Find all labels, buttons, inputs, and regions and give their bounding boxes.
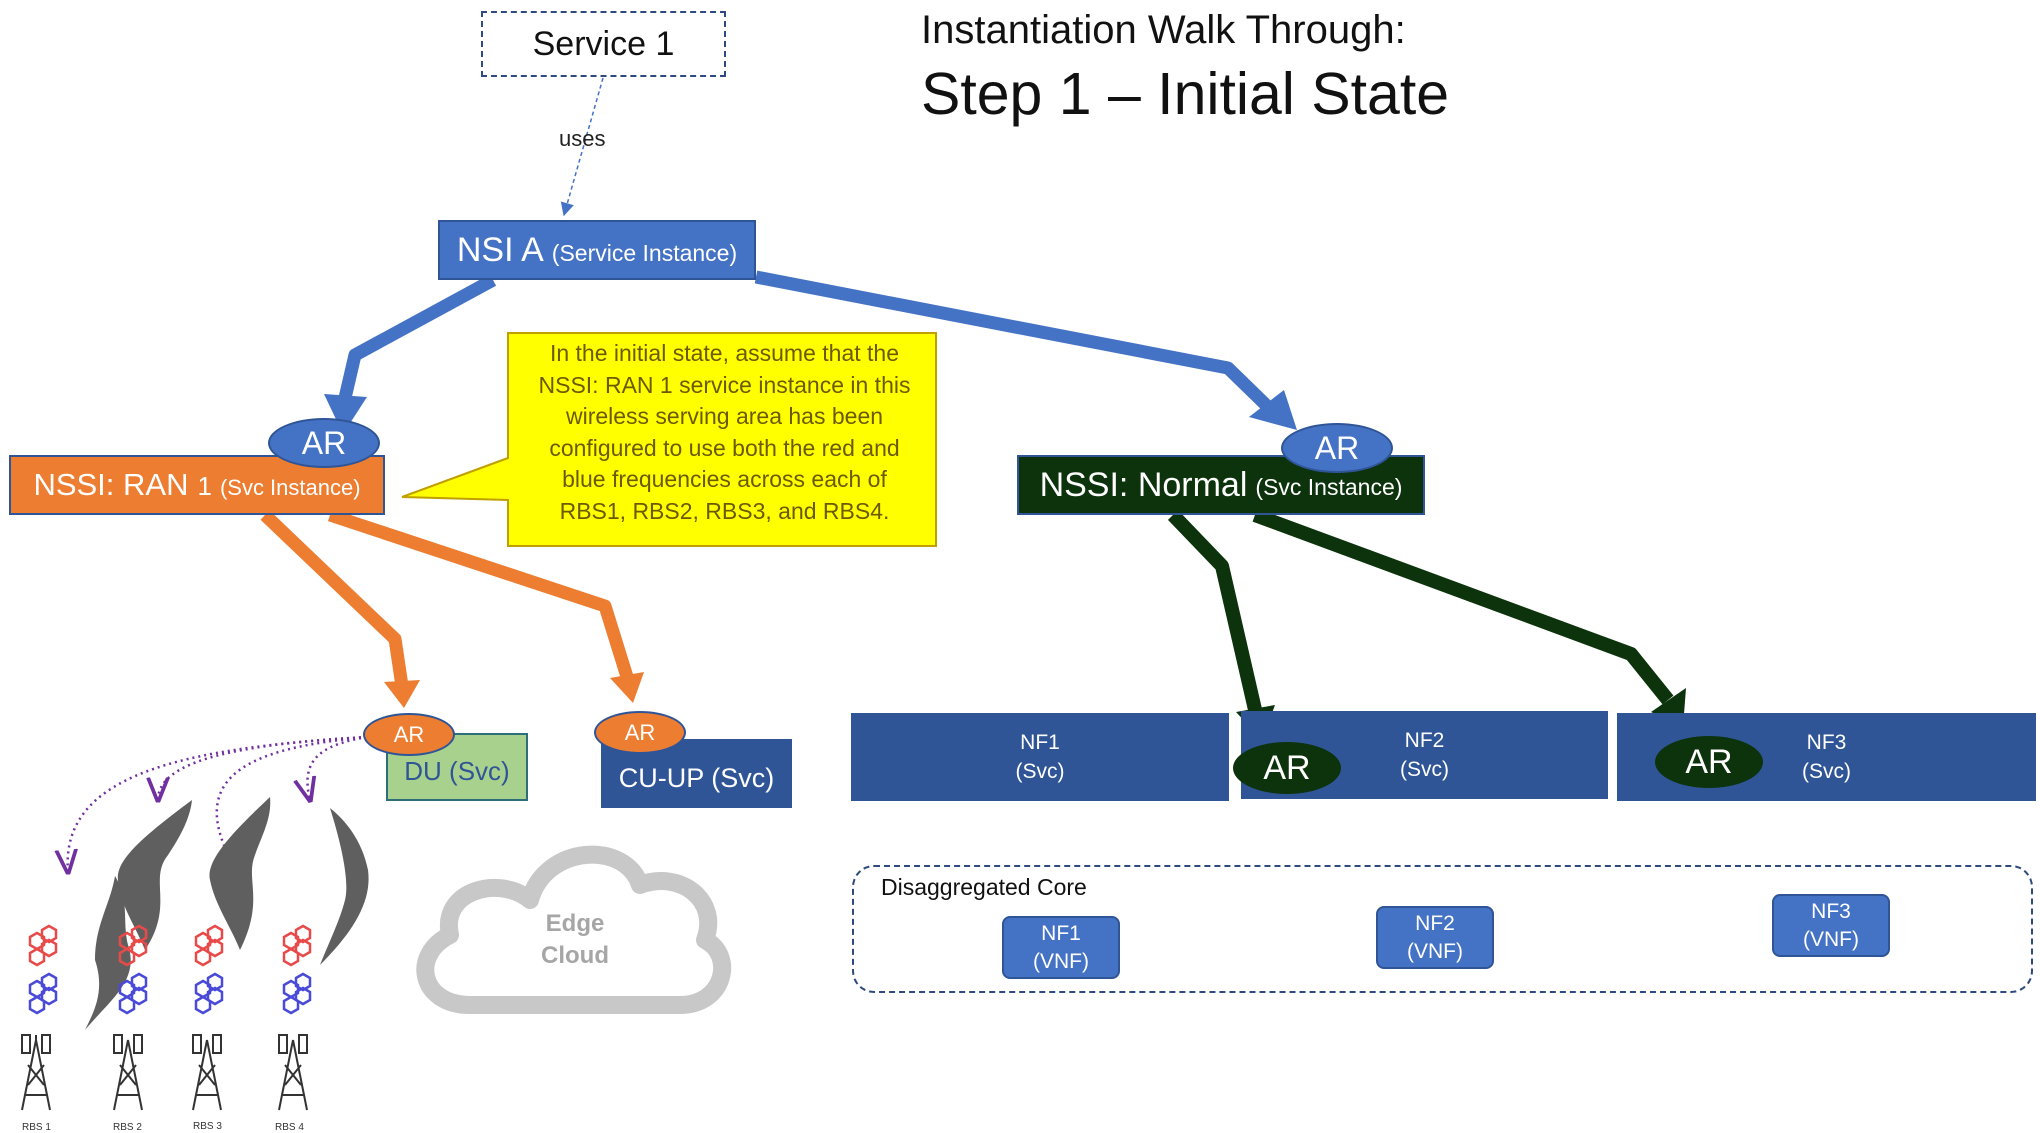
nf1-vnf-type: (VNF) [1033, 949, 1089, 973]
nf1-svc-box: NF1 (Svc) [851, 713, 1229, 801]
ar-cuup-badge: AR [594, 711, 686, 754]
title-line-1: Instantiation Walk Through: [921, 8, 1406, 52]
nssi-ran-name: NSSI: RAN [33, 467, 189, 502]
nssi-ran-index: 1 [197, 471, 212, 501]
nsi-a-box: NSI A (Service Instance) [438, 220, 756, 280]
callout-line: blue frequencies across each of [562, 466, 887, 492]
ar-nf3-badge: AR [1655, 736, 1763, 788]
edge-cloud-line-1: Edge [545, 910, 605, 937]
nssi-normal-qualifier: (Svc Instance) [1255, 474, 1403, 500]
nf3-vnf-name: NF3 [1811, 899, 1851, 923]
nssi-normal-name: NSSI: Normal [1039, 465, 1248, 504]
nf1-vnf-box: NF1 (VNF) [1002, 916, 1120, 979]
callout-line: In the initial state, assume that the [549, 340, 900, 366]
ar-du-badge: AR [363, 713, 455, 756]
nf1-svc-type: (Svc) [1015, 760, 1065, 783]
nf1-svc-name: NF1 [1020, 731, 1060, 754]
ar-label: AR [393, 721, 425, 747]
service-1-label: Service 1 [532, 24, 675, 63]
cuup-svc-box: CU-UP (Svc) [601, 739, 792, 808]
du-svc-box: DU (Svc) [386, 733, 528, 801]
service-1-box: Service 1 [481, 11, 726, 77]
edge-cloud-label: Edge Cloud [520, 908, 630, 972]
callout-line: wireless serving area has been [565, 403, 884, 429]
edge-cloud-line-2: Cloud [541, 942, 609, 969]
title-line-2: Step 1 – Initial State [921, 61, 1450, 127]
ar-nf2-badge: AR [1233, 742, 1341, 794]
nf2-vnf-box: NF2 (VNF) [1376, 906, 1494, 969]
rbs-3-label: RBS 3 [193, 1121, 222, 1132]
disaggregated-core-label: Disaggregated Core [881, 874, 1087, 900]
nf2-svc-type: (Svc) [1400, 758, 1449, 781]
nf1-vnf-name: NF1 [1041, 921, 1081, 945]
ar-label: AR [301, 424, 347, 461]
ar-ran-badge: AR [268, 418, 380, 468]
nsi-a-qualifier: (Service Instance) [551, 239, 738, 266]
nf2-vnf-name: NF2 [1415, 911, 1455, 935]
du-label: DU (Svc) [404, 756, 510, 786]
nf3-vnf-box: NF3 (VNF) [1772, 894, 1890, 957]
callout-text: In the initial state, assume that the NS… [512, 338, 937, 527]
nsi-a-name: NSI A [456, 230, 544, 269]
nf3-svc-type: (Svc) [1802, 760, 1851, 783]
ar-label: AR [1685, 742, 1733, 781]
cuup-label: CU-UP (Svc) [618, 763, 775, 793]
ar-label: AR [1314, 429, 1360, 466]
rbs-2-label: RBS 2 [113, 1122, 142, 1133]
nssi-normal-box: NSSI: Normal (Svc Instance) [1017, 455, 1425, 515]
ar-normal-badge: AR [1281, 423, 1393, 473]
callout-line: RBS1, RBS2, RBS3, and RBS4. [559, 497, 890, 524]
callout-line: configured to use both the red and [549, 434, 900, 461]
callout-line: NSSI: RAN 1 service instance in this [538, 371, 911, 398]
disaggregated-core-group [852, 865, 2033, 993]
ar-label: AR [624, 719, 656, 745]
nssi-ran-qualifier: (Svc Instance) [219, 474, 361, 500]
ar-label: AR [1263, 748, 1311, 787]
rbs-1-label: RBS 1 [22, 1122, 51, 1133]
nf2-svc-name: NF2 [1404, 729, 1445, 752]
nf3-svc-name: NF3 [1806, 731, 1847, 754]
rbs-4-label: RBS 4 [275, 1122, 304, 1133]
uses-label: uses [559, 126, 606, 151]
nf2-vnf-type: (VNF) [1407, 939, 1463, 963]
nf3-vnf-type: (VNF) [1803, 927, 1859, 951]
